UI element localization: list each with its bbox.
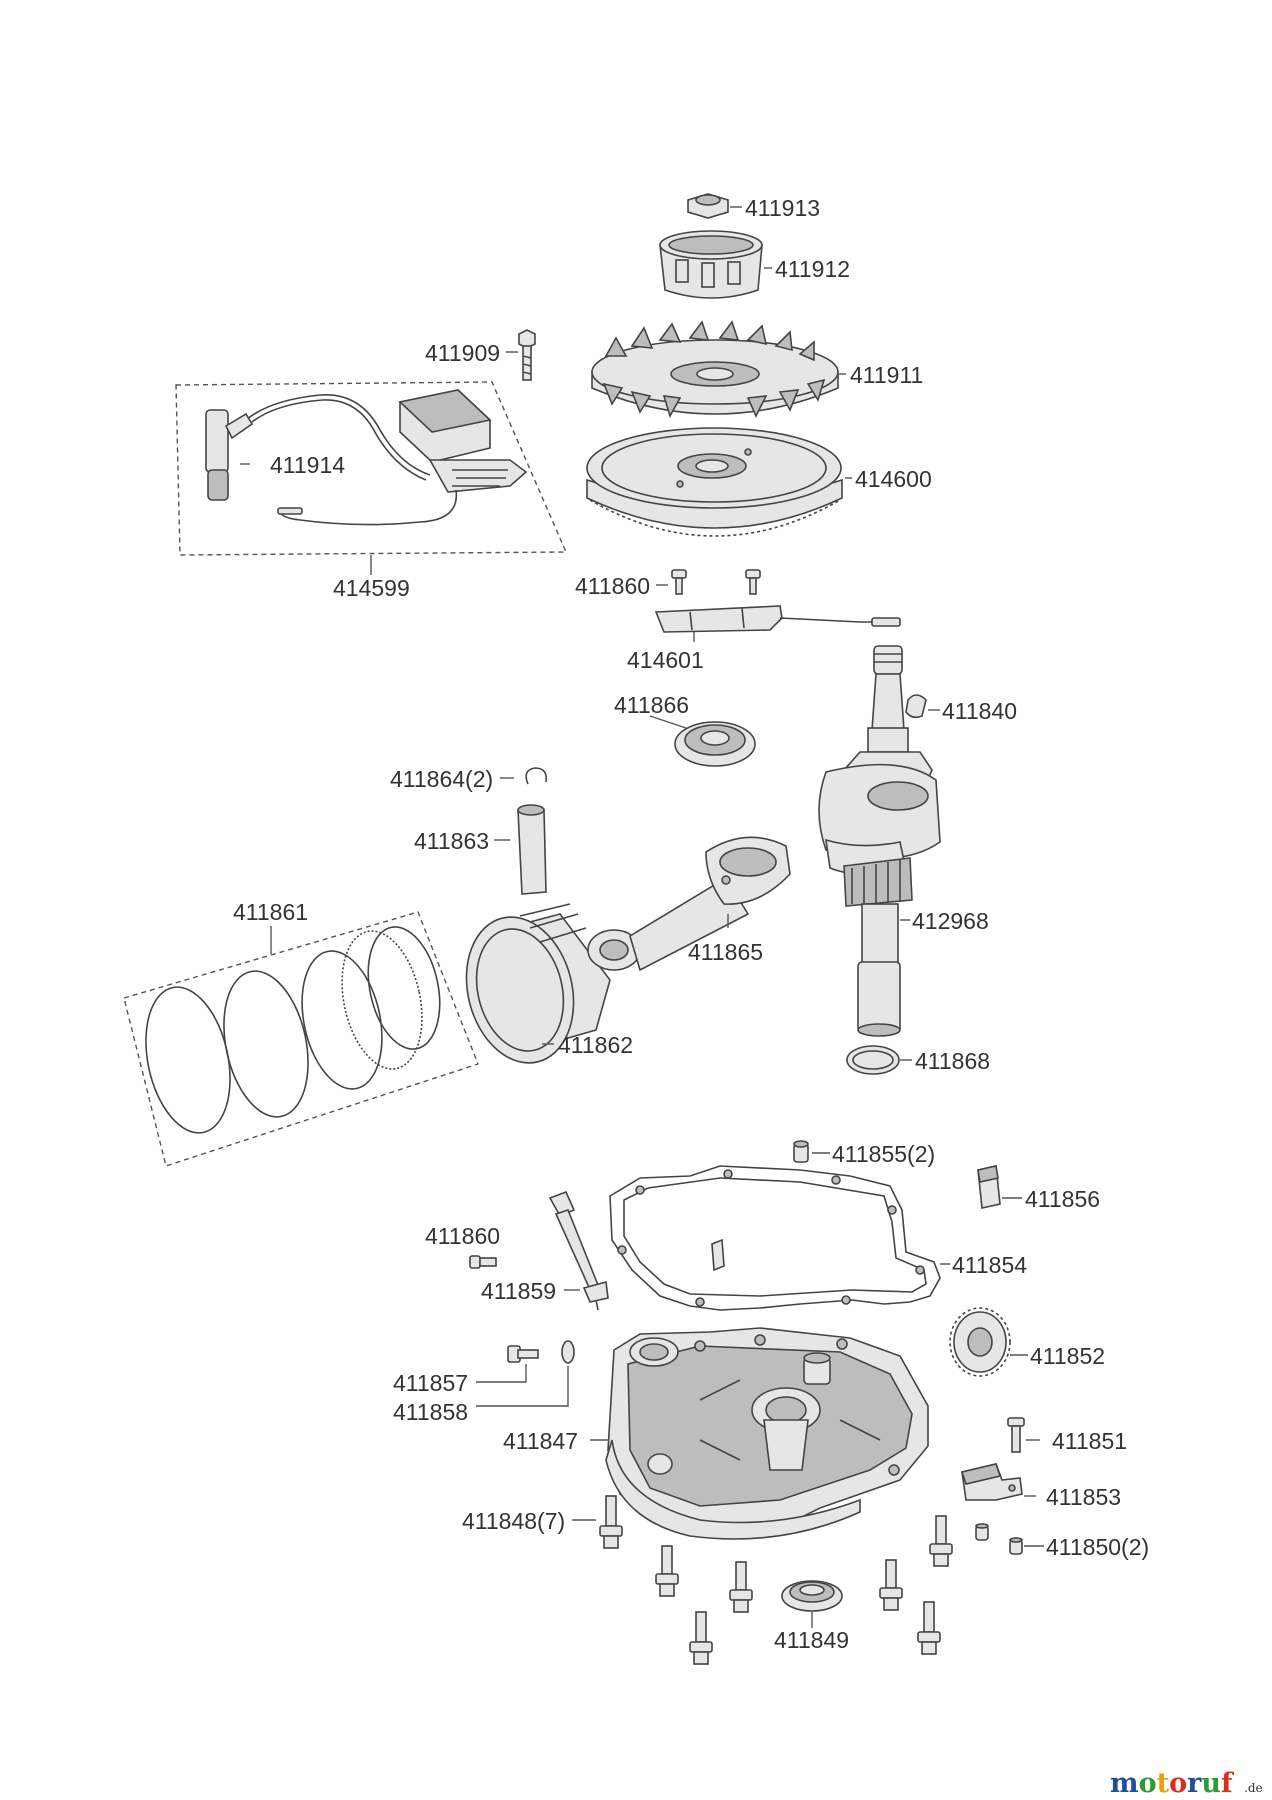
label-411862: 411862 <box>558 1032 633 1058</box>
motoruf-logo: motoruf .de <box>1110 1768 1263 1799</box>
label-411847: 411847 <box>503 1428 578 1454</box>
brand-letter-f: f <box>1221 1768 1235 1799</box>
brand-letter-m: m <box>1110 1768 1139 1799</box>
label-414601: 414601 <box>627 647 704 673</box>
ignition-coil-group-outline <box>175 381 568 556</box>
drain-bolt <box>507 1345 539 1363</box>
label-411868: 411868 <box>915 1048 990 1074</box>
woodruff-key <box>905 694 927 719</box>
crankcase-cover <box>605 1327 929 1540</box>
piston-rings <box>145 926 441 1134</box>
label-411860-upper: 411860 <box>575 573 650 599</box>
label-411861: 411861 <box>233 899 308 925</box>
crankshaft <box>818 645 941 1037</box>
oil-sensor-block <box>977 1165 1001 1209</box>
label-411866: 411866 <box>614 692 689 718</box>
label-411913: 411913 <box>745 195 820 221</box>
brand-suffix: .de <box>1244 1781 1263 1795</box>
label-411851: 411851 <box>1052 1428 1127 1454</box>
label-414600: 414600 <box>855 466 932 492</box>
label-411840: 411840 <box>942 698 1017 724</box>
sensor-screw <box>469 1255 497 1269</box>
cover-dowel-pins <box>975 1523 1023 1555</box>
label-411914: 411914 <box>270 452 345 478</box>
label-411854: 411854 <box>952 1252 1027 1278</box>
label-411852: 411852 <box>1030 1343 1105 1369</box>
cooling-fan <box>591 320 839 419</box>
svg-text:motoruf: motoruf <box>1110 1768 1235 1799</box>
ignition-coil <box>205 389 528 526</box>
label-411849: 411849 <box>774 1627 849 1653</box>
dowel-pin <box>793 1140 809 1163</box>
ball-bearing <box>674 721 756 767</box>
brand-letter-t: t <box>1157 1768 1170 1799</box>
ignition-screws <box>671 569 761 595</box>
label-414599: 414599 <box>333 575 410 601</box>
oil-level-sensor <box>548 1190 609 1311</box>
flywheel-nut <box>687 193 729 219</box>
label-411864: 411864(2) <box>390 766 493 792</box>
label-411856: 411856 <box>1025 1186 1100 1212</box>
flywheel <box>586 427 843 537</box>
crank-seal <box>846 1045 900 1075</box>
label-411911: 411911 <box>850 362 923 388</box>
label-411909: 411909 <box>425 340 500 366</box>
starter-cup <box>659 230 763 299</box>
brand-letter-o1: o <box>1139 1768 1157 1799</box>
governor-gear <box>949 1307 1011 1377</box>
label-411857: 411857 <box>393 1370 468 1396</box>
label-411865: 411865 <box>688 939 763 965</box>
ignition-module <box>654 605 901 633</box>
drain-washer <box>561 1340 575 1364</box>
label-411850: 411850(2) <box>1046 1534 1149 1560</box>
label-411912: 411912 <box>775 256 850 282</box>
brand-letter-r: r <box>1187 1768 1202 1799</box>
label-411860-lower: 411860 <box>425 1223 500 1249</box>
label-411855: 411855(2) <box>832 1141 935 1167</box>
brand-letter-u: u <box>1201 1768 1221 1799</box>
crankcase-gasket <box>609 1165 941 1311</box>
governor-bracket <box>960 1463 1023 1501</box>
oil-seal <box>781 1580 843 1612</box>
label-411863: 411863 <box>414 828 489 854</box>
connecting-rod <box>587 836 791 972</box>
label-412968: 412968 <box>912 908 989 934</box>
ignition-bolt <box>518 329 536 381</box>
governor-shaft-bolt <box>1007 1417 1025 1453</box>
piston-rings-group-outline <box>123 911 479 1167</box>
cover-bolts <box>599 1495 953 1665</box>
piston-pin-circlip <box>525 767 548 785</box>
label-411848: 411848(7) <box>462 1508 565 1534</box>
brand-letter-o2: o <box>1169 1768 1187 1799</box>
label-411858: 411858 <box>393 1399 468 1425</box>
piston-pin <box>517 804 547 895</box>
label-411859: 411859 <box>481 1278 556 1304</box>
piston <box>465 903 611 1064</box>
label-411853: 411853 <box>1046 1484 1121 1510</box>
